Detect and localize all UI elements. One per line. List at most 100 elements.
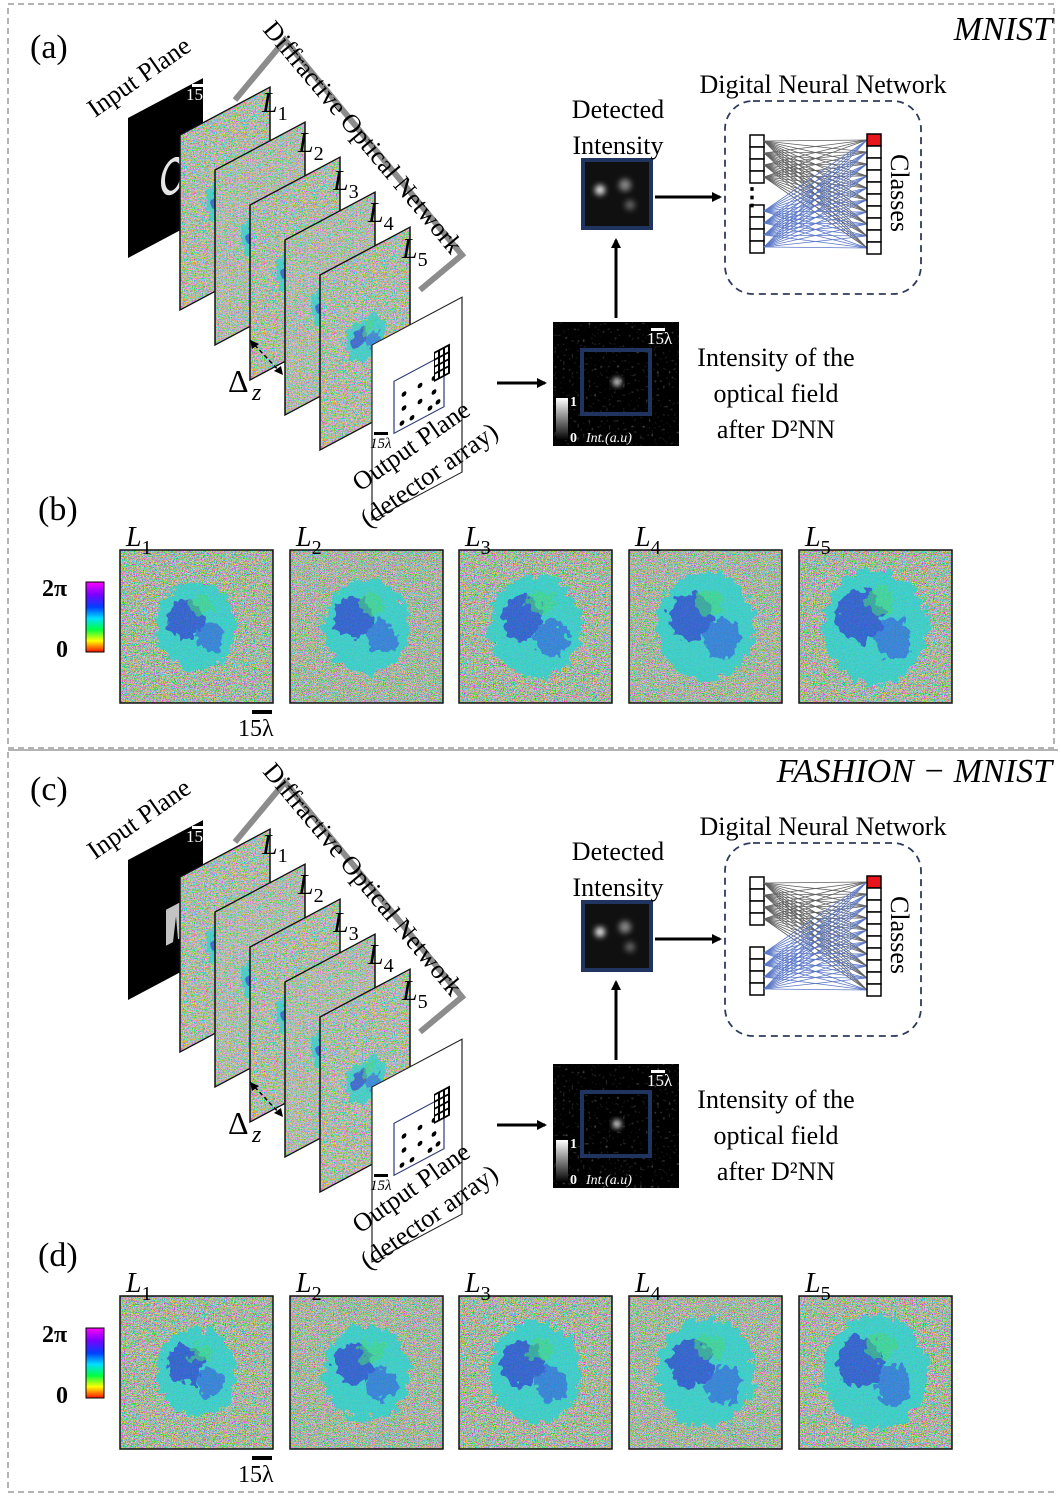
delta-z-arrowhead-1 — [250, 340, 259, 349]
neuron-ellipsis: ⋮ — [740, 185, 764, 211]
detected-blob — [619, 179, 631, 191]
dnn-label: Digital Neural Network — [700, 70, 947, 99]
detector-grid-cell — [445, 367, 448, 375]
dnn-edge — [763, 139, 868, 142]
dnn-edge — [763, 977, 868, 990]
delta-z-label: Δ — [228, 363, 249, 399]
input-scale-bar-line — [192, 826, 206, 829]
dnn-edge — [763, 175, 868, 248]
phase-scale-bar: 15λ — [238, 710, 274, 742]
intensity-caption-line-2: optical field — [714, 1121, 839, 1150]
phase-mask-2 — [289, 1295, 444, 1450]
input-scale-bar-label: 15λ — [186, 827, 212, 846]
detector-grid-cell — [445, 353, 448, 361]
dataset-title: FASHION − MNIST — [776, 753, 1055, 790]
phase-mask-label-2: L2 — [295, 522, 322, 559]
input-neuron — [749, 900, 765, 914]
detector-dot — [409, 1157, 415, 1163]
phase-mask-label-3: L3 — [464, 522, 491, 559]
phase-mask-5 — [798, 549, 953, 704]
output-neuron — [866, 181, 882, 195]
dnn-edge — [763, 881, 868, 954]
input-scale-bar: 15λ — [186, 84, 212, 104]
input-neuron — [749, 958, 765, 972]
detector-grid-cell — [435, 365, 438, 373]
phase-colorbar — [85, 581, 105, 653]
detector-grid-cell — [440, 1091, 443, 1098]
input-scale-bar: 15λ — [186, 826, 212, 846]
phase-mask-label-4: L4 — [634, 522, 661, 559]
delta-z-arrowhead-2 — [274, 1108, 283, 1117]
dnn-edge — [763, 917, 868, 990]
panel-label: (b) — [38, 491, 78, 528]
classes-label: Classes — [885, 896, 914, 974]
dnn-edge — [763, 965, 868, 990]
input-neuron — [749, 170, 765, 184]
intensity-scale-bar-label: 15λ — [647, 1071, 673, 1090]
detector-grid-cell — [435, 1107, 438, 1115]
detected-intensity-image — [581, 158, 653, 230]
detector-dot — [417, 398, 423, 405]
dnn-box — [724, 842, 922, 1037]
phase-scale-bar: 15λ — [238, 1456, 274, 1488]
frame-bottom-panel — [7, 752, 1054, 1493]
dnn-edge — [763, 941, 868, 990]
phase-mask-label-1: L1 — [125, 1268, 152, 1305]
detector-grid-cell — [440, 356, 443, 363]
dnn-edge — [763, 953, 868, 990]
detector-grid-cell — [435, 372, 438, 380]
output-neuron — [866, 217, 882, 231]
dnn-edge — [763, 893, 868, 990]
output-neuron — [866, 911, 882, 925]
detector-dot — [431, 1131, 437, 1137]
detector-grid-cell — [440, 349, 443, 356]
dnn-edge — [763, 881, 868, 990]
output-scale-bar-label: 15λ — [370, 1178, 392, 1194]
detector-grid-cell — [440, 370, 443, 377]
intensity-colorbar-min: 0 — [570, 431, 577, 446]
dnn-edge — [763, 905, 868, 990]
detector-grid-cell — [435, 1093, 438, 1101]
input-neuron — [749, 158, 765, 172]
intensity-colorbar — [556, 1140, 568, 1182]
phase-colorbar-max: 2π — [42, 576, 67, 602]
phase-mask-label-2: L2 — [295, 1268, 322, 1305]
layer-label-5: L5 — [401, 234, 428, 271]
output-detector-region — [393, 1095, 445, 1177]
layer-label-2: L2 — [297, 870, 324, 907]
input-neuron — [749, 982, 765, 996]
output-scale-bar-line — [374, 1174, 388, 1177]
intensity-peak — [613, 378, 621, 386]
panel-label: (a) — [30, 29, 68, 66]
output-neuron — [866, 229, 882, 243]
detector-grid-cell — [435, 358, 438, 366]
intensity-colorbar-max: 1 — [570, 395, 577, 410]
detector-grid-cell — [445, 1109, 448, 1117]
dnn-edge — [763, 988, 868, 991]
detected-peak — [595, 185, 605, 195]
phase-mask-label-3: L3 — [464, 1268, 491, 1305]
intensity-colorbar-label: Int.(a.u) — [585, 431, 632, 446]
output-neuron-active — [866, 875, 882, 889]
detector-grid-cell — [440, 1112, 443, 1119]
dnn-edge — [763, 151, 868, 248]
layer-label-3: L3 — [332, 908, 359, 945]
dnn-edge — [763, 139, 868, 224]
intensity-scale-bar-label: 15λ — [647, 329, 673, 348]
detector-grid-cell — [435, 1114, 438, 1122]
output-neuron — [866, 959, 882, 973]
dnn-edge — [763, 881, 868, 896]
delta-z-sub: z — [251, 1122, 262, 1148]
dnn-edge — [763, 246, 868, 249]
intensity-colorbar-max: 1 — [570, 1137, 577, 1152]
intensity-peak — [613, 1120, 621, 1128]
output-scale-bar: 15λ — [370, 432, 392, 452]
dnn-edge — [763, 881, 868, 966]
layer-label-4: L4 — [367, 198, 394, 235]
intensity-colorbar-min: 0 — [570, 1173, 577, 1188]
intensity-image: 1 0 Int.(a.u) 15λ — [553, 322, 679, 446]
detector-grid-cell — [435, 1100, 438, 1108]
